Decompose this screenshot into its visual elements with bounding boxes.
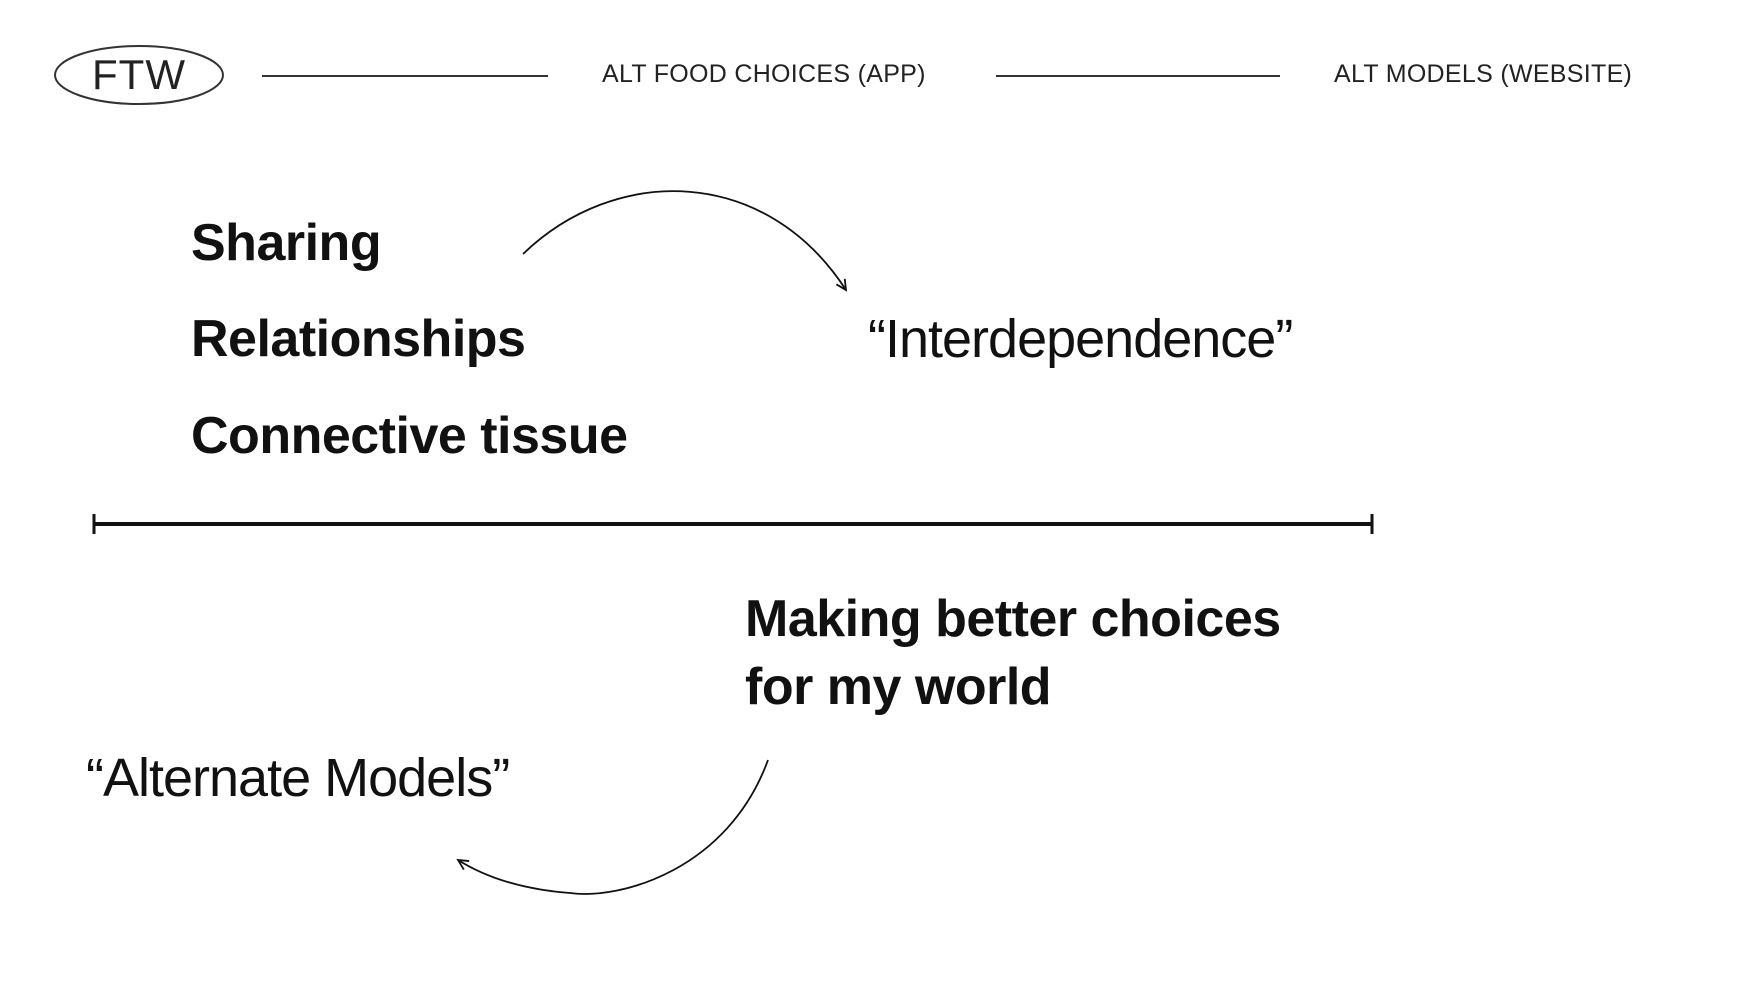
logo-ellipse (54, 45, 224, 105)
term-sharing: Sharing (191, 214, 382, 272)
result-interdependence: “Interdependence” (868, 309, 1293, 369)
logo: FTW (92, 51, 186, 98)
nav-alt-models-website[interactable]: ALT MODELS (WEBSITE) (1334, 60, 1633, 88)
header-rule-left (262, 75, 548, 77)
arrow-upper-curve (522, 190, 848, 292)
term-relationships: Relationships (191, 310, 526, 368)
nav-alt-food-choices-app[interactable]: ALT FOOD CHOICES (APP) (602, 60, 926, 88)
statement-line-2: for my world (745, 658, 1052, 716)
term-connective-tissue: Connective tissue (191, 407, 628, 465)
header-rule-right (996, 75, 1280, 77)
result-alternate-models: “Alternate Models” (86, 748, 510, 808)
arrow-lower-curve (456, 759, 769, 895)
statement-line-1: Making better choices (745, 590, 1281, 648)
statement-making-better-choices: Making better choices for my world (745, 585, 1281, 721)
